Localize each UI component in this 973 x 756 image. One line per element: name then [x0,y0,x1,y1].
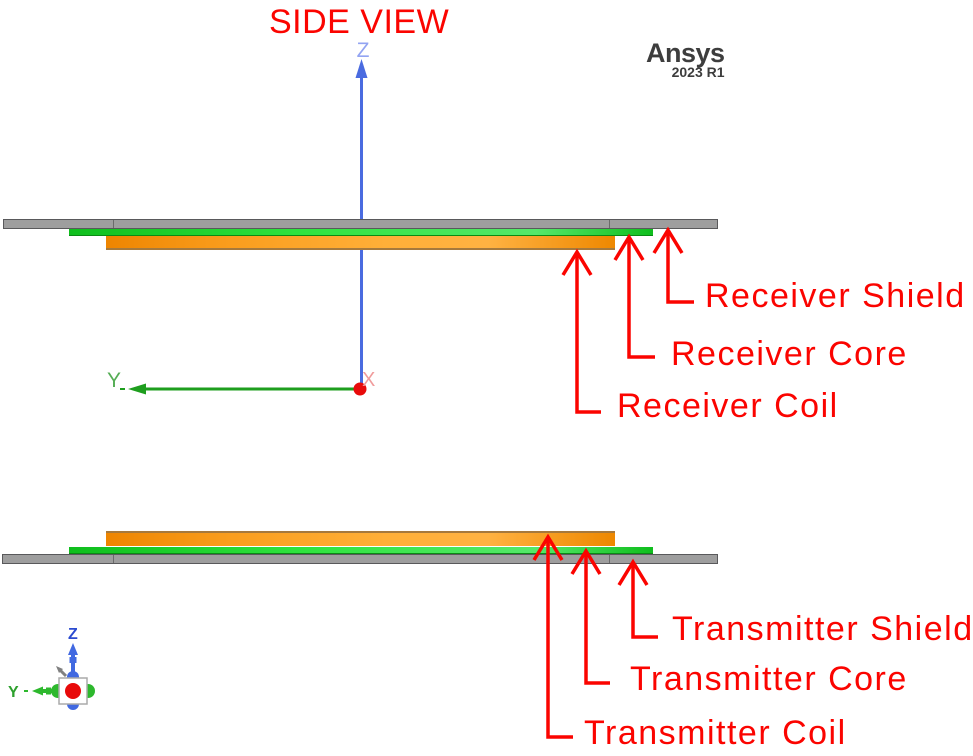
receiver-coil-label: Receiver Coil [617,387,839,425]
transmitter-shield-arrowhead-icon [617,558,649,586]
receiver-core-arrowhead-icon [613,233,645,261]
transmitter-shield-label: Transmitter Shield [672,610,973,648]
transmitter-coil-arrow [546,537,573,739]
triad-knob-left [51,684,65,698]
triad-knob-bottom [67,698,79,710]
triad-face [58,677,88,705]
triad-origin-dot [65,683,81,699]
transmitter-coil-label: Transmitter Coil [584,714,847,752]
receiver-shield-bar[interactable] [3,219,718,229]
triad-y-label: Y [8,684,19,701]
origin-point [353,382,367,396]
triad-knob-top [67,671,79,683]
orientation-triad: Z Y [8,626,95,710]
receiver-core-bar[interactable] [69,229,653,236]
receiver-coil-arrowhead-icon [561,248,593,276]
shield-seam [609,555,610,563]
receiver-core-label: Receiver Core [671,335,908,373]
receiver-shield-label: Receiver Shield [705,277,966,315]
ansys-logo-version: 2023 R1 [671,64,725,80]
triad-knob-right [81,684,95,698]
transmitter-shield-arrow [631,562,658,639]
triad-x-arrowhead-icon [56,666,63,673]
triad-z-label: Z [68,626,78,643]
ansys-logo: Ansys 2023 R1 [646,38,725,80]
transmitter-shield-bar[interactable] [2,554,718,564]
z-axis-arrowhead-icon [355,59,368,78]
ansys-logo-brand: Ansys [646,38,725,68]
transmitter-core-bar[interactable] [69,547,653,554]
receiver-coil-bar[interactable] [106,236,615,250]
transmitter-core-arrow [584,551,610,685]
shield-seam [113,220,114,228]
receiver-shield-arrow [666,230,694,304]
x-axis-label: X [362,369,375,391]
z-axis-label: Z [357,39,370,62]
receiver-coil-arrow [575,252,601,414]
receiver-shield-arrowhead-icon [652,226,684,254]
receiver-core-arrow [627,237,655,359]
shield-seam [113,555,114,563]
page-title: SIDE VIEW [269,3,450,41]
y-axis-arrowhead-icon [128,383,146,395]
triad-x-stub [57,667,68,678]
shield-seam [609,220,610,228]
transmitter-coil-bar[interactable] [106,531,615,546]
transmitter-core-label: Transmitter Core [630,660,908,698]
y-axis-label: Y [107,369,121,392]
triad-z-arrowhead-icon [68,643,78,655]
triad-y-arrowhead-icon [32,686,43,696]
